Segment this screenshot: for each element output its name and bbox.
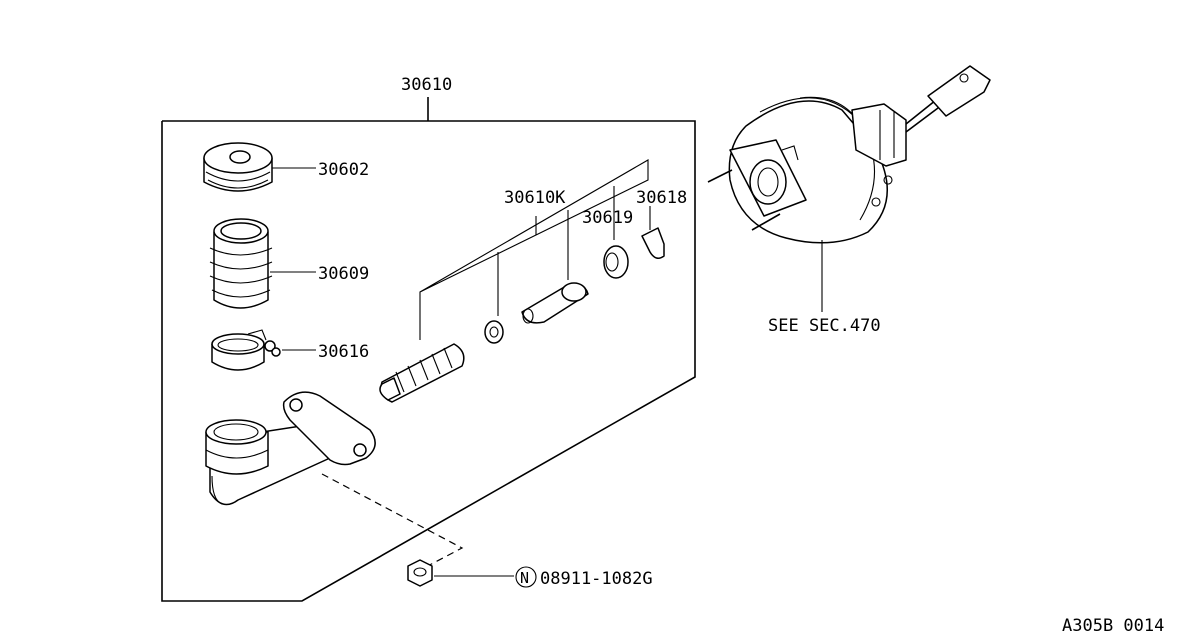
- label-nut-prefix: N: [520, 569, 529, 587]
- piston-kit-leaders: [419, 159, 649, 340]
- master-cylinder-body: [205, 391, 376, 506]
- clamp-part: [211, 329, 281, 371]
- piston-part: [521, 282, 589, 324]
- label-30602: 30602: [318, 160, 369, 180]
- label-30609: 30609: [318, 264, 369, 284]
- label-30619: 30619: [582, 208, 633, 228]
- label-30610K: 30610K: [504, 188, 566, 208]
- boot-30618-part: [641, 227, 665, 259]
- assembly-outline: [161, 97, 696, 602]
- flange-nut-part: [407, 559, 433, 587]
- label-08911-1082G: 08911-1082G: [540, 569, 653, 589]
- brake-booster-part: [707, 65, 991, 244]
- drawing-id: A305B 0014: [1062, 616, 1164, 636]
- reservoir-cap-part: [203, 142, 273, 192]
- label-30610: 30610: [401, 75, 452, 95]
- seal-30619-part: [603, 245, 629, 279]
- label-see-sec-470: SEE SEC.470: [768, 316, 881, 336]
- reservoir-part: [209, 218, 273, 309]
- n-symbol-circle: [515, 566, 537, 588]
- spring-part: [379, 343, 465, 403]
- label-30616: 30616: [318, 342, 369, 362]
- cup-seal-part: [484, 320, 504, 344]
- label-30618: 30618: [636, 188, 687, 208]
- mounting-dashed-line: [321, 473, 464, 571]
